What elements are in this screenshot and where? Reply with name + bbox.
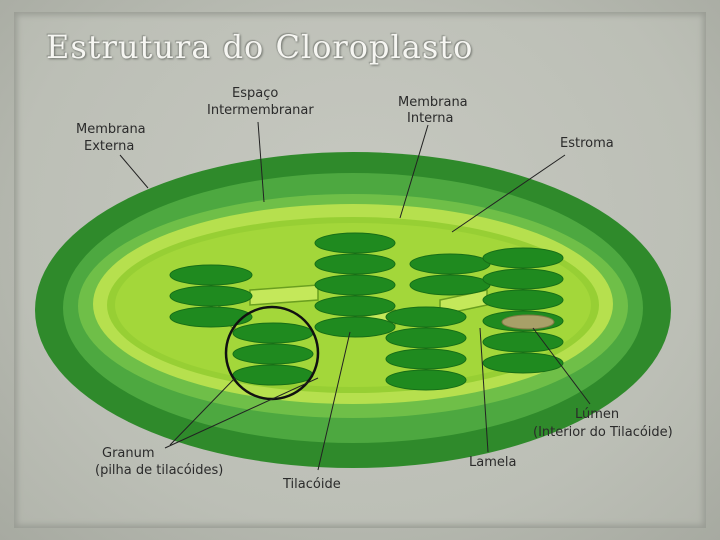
leader-tilacoide (317, 331, 351, 471)
label-espaco-line1: Espaço (232, 86, 278, 101)
thylakoid (169, 264, 253, 286)
thylakoid (232, 364, 314, 386)
thylakoid (314, 253, 396, 275)
thylakoid (385, 348, 467, 370)
leader-granum-2 (164, 377, 319, 449)
thylakoid (232, 322, 314, 344)
label-tilacoide: Tilacóide (282, 477, 341, 492)
leader-membrana-externa (119, 154, 149, 189)
label-membrana-externa-line2: Externa (84, 139, 134, 154)
thylakoid (385, 306, 467, 328)
thylakoid (169, 306, 253, 328)
leader-espaco (257, 121, 265, 203)
label-membrana-interna-line1: Membrana (398, 95, 468, 110)
label-lumen-line1: Lúmen (575, 407, 619, 422)
thylakoid (482, 352, 564, 374)
label-granum-line2: (pilha de tilacóides) (95, 463, 223, 478)
thylakoid (482, 268, 564, 290)
label-estroma: Estroma (560, 136, 614, 151)
leader-granum-1 (169, 377, 236, 446)
thylakoid (482, 331, 564, 353)
thylakoid (314, 316, 396, 338)
leader-lamela (479, 327, 489, 453)
thylakoid (409, 253, 491, 275)
label-espaco-line2: Intermembranar (207, 103, 314, 118)
thylakoid (314, 232, 396, 254)
thylakoid (482, 247, 564, 269)
thylakoid (169, 285, 253, 307)
lamella (249, 284, 319, 306)
label-membrana-externa-line1: Membrana (76, 122, 146, 137)
thylakoid-stacks (169, 232, 564, 391)
label-membrana-interna-line2: Interna (407, 111, 454, 126)
thylakoid (385, 327, 467, 349)
leader-membrana-interna (399, 124, 429, 219)
label-lumen-line2: (Interior do Tilacóide) (533, 425, 673, 440)
lumen (501, 314, 555, 330)
leader-lines (119, 121, 591, 471)
label-granum-line1: Granum (102, 446, 155, 461)
thylakoid (314, 295, 396, 317)
slide-title: Estrutura do Cloroplasto (46, 28, 474, 66)
leader-lumen (532, 327, 591, 405)
thylakoid (385, 369, 467, 391)
leader-estroma (451, 154, 566, 233)
label-lamela: Lamela (469, 455, 516, 470)
thylakoid (232, 343, 314, 365)
thylakoid (482, 289, 564, 311)
thylakoid (314, 274, 396, 296)
thylakoid (409, 274, 491, 296)
